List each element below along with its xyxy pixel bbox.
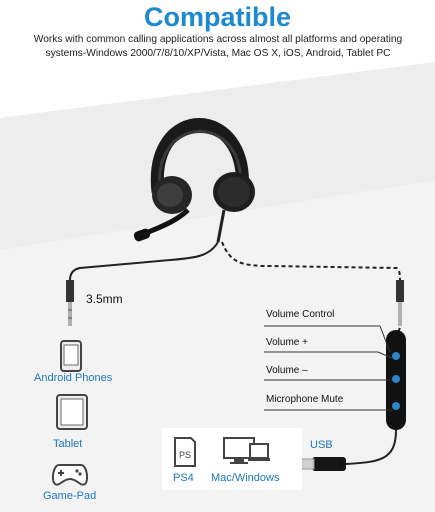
subtitle-line-2: systems-Windows 2000/7/8/10/XP/Vista, Ma…: [45, 48, 391, 59]
volume-up-label: Volume +: [266, 337, 308, 348]
ps4-icon: PS: [174, 437, 196, 467]
subtitle-line-1: Works with common calling applications a…: [33, 34, 403, 45]
volume-control-label: Volume Control: [266, 309, 335, 320]
page-title: Compatible: [143, 2, 291, 32]
headset-image: [133, 118, 255, 243]
subtitle: Works with common calling applications a…: [8, 33, 428, 61]
tablet-icon: [56, 394, 88, 430]
jack-label: 3.5mm: [86, 292, 123, 306]
game-pad-label: Game-Pad: [43, 490, 97, 502]
computer-icon: [223, 437, 270, 464]
ps4-label: PS4: [173, 472, 194, 484]
tablet-label: Tablet: [53, 438, 83, 450]
svg-text:PS: PS: [179, 450, 191, 460]
phone-icon: [60, 340, 82, 372]
usb-label: USB: [310, 439, 333, 451]
volume-down-label: Volume –: [266, 365, 308, 376]
mic-mute-label: Microphone Mute: [266, 394, 344, 405]
mac-windows-label: Mac/Windows: [211, 472, 280, 484]
android-phones-label: Android Phones: [34, 372, 113, 384]
gamepad-icon: [51, 464, 89, 486]
